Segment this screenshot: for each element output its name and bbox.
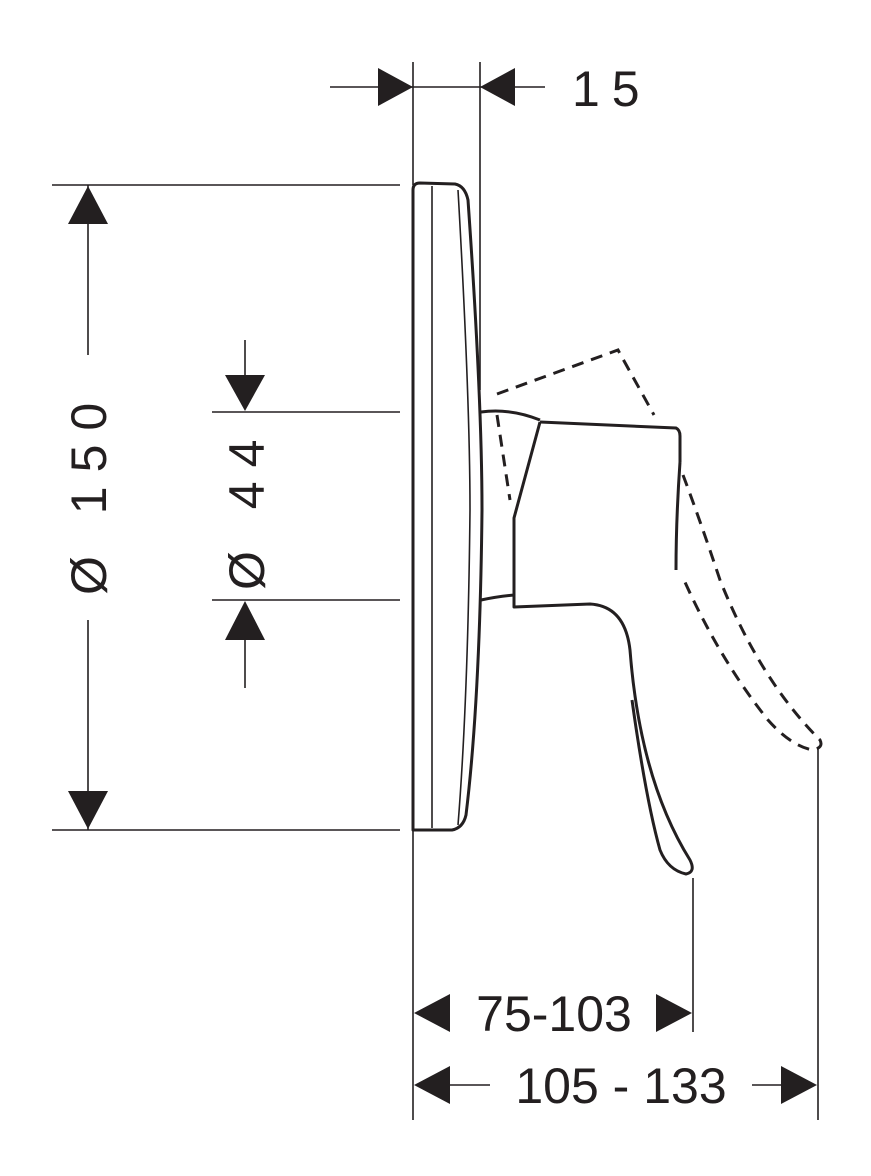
mixer-handle-rotated [495,348,823,752]
label-plate-diameter: Ø 150 [61,389,117,595]
arrow-up-icon [68,186,108,224]
label-lever-projection: 75-103 [476,986,632,1042]
arrow-down-icon [68,791,108,829]
arrow-left-icon [480,68,515,106]
label-plate-depth: 15 [572,61,652,117]
arrow-right-icon [656,994,692,1032]
dimension-lever-projection: 75-103 [412,748,819,1120]
arrow-right-icon [378,68,413,106]
arrow-right-icon [781,1066,817,1104]
arrow-down-icon [225,375,265,411]
arrow-up-icon [225,601,265,640]
wall-plate [411,181,484,832]
arrow-left-icon [414,1066,450,1104]
label-outlet-diameter: Ø 44 [219,426,275,590]
arrow-left-icon [414,994,450,1032]
dimension-plate-depth: 15 [330,61,652,390]
label-lever-projection-rotated: 105 - 133 [515,1058,726,1114]
dimension-lever-projection-rotated: 105 - 133 [414,1058,817,1114]
dimension-outlet-diameter: Ø 44 [212,340,400,688]
dimension-plate-diameter: Ø 150 [52,184,400,831]
mixer-handle [480,409,694,876]
